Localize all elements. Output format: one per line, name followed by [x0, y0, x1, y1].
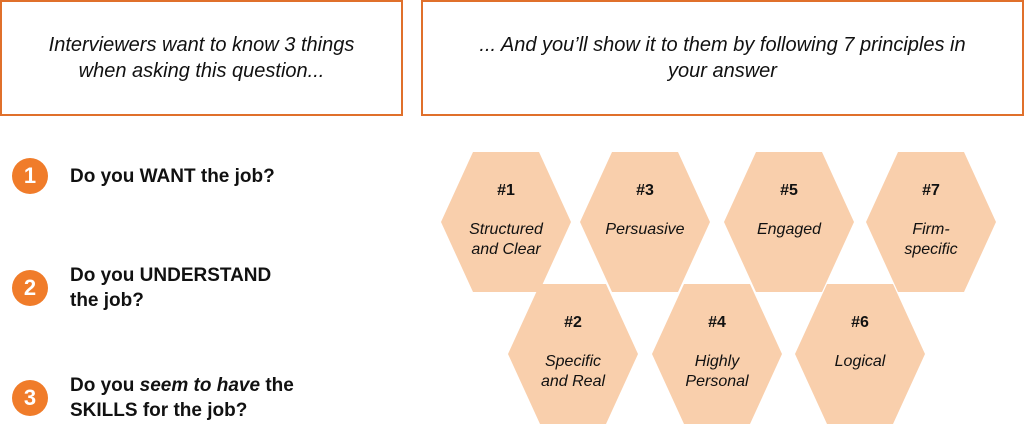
- question-2-line-2: the job?: [70, 290, 144, 311]
- principle-hex-4: #4 Highly Personal: [652, 284, 782, 424]
- principle-2-line-2: and Real: [540, 373, 606, 390]
- question-2-badge: 2: [12, 270, 48, 306]
- principle-6-number: #6: [851, 314, 869, 331]
- hexagon-shape: [866, 152, 996, 292]
- principle-1-label: Structured and Clear: [441, 220, 571, 260]
- principle-hex-6: #6 Logical: [795, 284, 925, 424]
- header-left-text: Interviewers want to know 3 things when …: [48, 34, 355, 82]
- principle-2-number: #2: [564, 314, 582, 331]
- question-3-line-2: SKILLS for the job?: [70, 400, 248, 421]
- principle-1-line-1: Structured: [469, 221, 543, 238]
- principle-5-number: #5: [780, 182, 798, 199]
- question-2: 2 Do you UNDERSTAND the job?: [12, 263, 271, 313]
- principle-4-line-1: Highly: [694, 353, 740, 370]
- question-2-line-1: Do you UNDERSTAND: [70, 265, 272, 286]
- question-3-line-1: Do you seem to have the: [70, 373, 294, 398]
- principle-3-label: Persuasive: [580, 220, 710, 240]
- header-box-left: Interviewers want to know 3 things when …: [0, 0, 403, 116]
- principle-hex-5: #5 Engaged: [724, 152, 854, 292]
- question-3: 3 Do you seem to have the SKILLS for the…: [12, 373, 294, 423]
- principle-1-number: #1: [497, 182, 515, 199]
- question-1-line: Do you WANT the job?: [70, 165, 275, 187]
- principle-2-line-1: Specific: [544, 353, 602, 370]
- principle-hex-7: #7 Firm- specific: [866, 152, 996, 292]
- hexagon-shape: [795, 284, 925, 424]
- hexagon-shape: [508, 284, 638, 424]
- hexagon-shape: [580, 152, 710, 292]
- principle-4-number: #4: [708, 314, 726, 331]
- principle-hex-3: #3 Persuasive: [580, 152, 710, 292]
- principle-2-label: Specific and Real: [508, 352, 638, 392]
- question-1-text: Do you WANT the job?: [70, 164, 275, 189]
- question-1-badge: 1: [12, 158, 48, 194]
- hexagon-shape: [724, 152, 854, 292]
- hexagon-shape: [652, 284, 782, 424]
- principle-7-label: Firm- specific: [866, 220, 996, 260]
- principle-7-line-2: specific: [904, 241, 958, 258]
- header-right-text: ... And you’ll show it to them by follow…: [479, 34, 966, 82]
- question-3-text: Do you seem to have the SKILLS for the j…: [70, 373, 294, 423]
- header-box-right: ... And you’ll show it to them by follow…: [421, 0, 1024, 116]
- principle-5-line-1: Engaged: [756, 221, 822, 238]
- principle-3-number: #3: [636, 182, 654, 199]
- principle-hex-2: #2 Specific and Real: [508, 284, 638, 424]
- principle-4-line-2: Personal: [685, 373, 749, 390]
- principle-4-label: Highly Personal: [652, 352, 782, 392]
- question-3-post: the: [260, 375, 294, 396]
- question-3-pre: Do you: [70, 375, 140, 396]
- hexagon-shape: [441, 152, 571, 292]
- principle-7-number: #7: [922, 182, 940, 199]
- question-1: 1 Do you WANT the job?: [12, 158, 275, 194]
- question-2-text: Do you UNDERSTAND the job?: [70, 263, 271, 313]
- principle-6-line-1: Logical: [834, 353, 886, 370]
- principle-hex-1: #1 Structured and Clear: [441, 152, 571, 292]
- principle-3-line-1: Persuasive: [605, 221, 685, 238]
- principle-1-line-2: and Clear: [471, 241, 541, 258]
- question-3-badge: 3: [12, 380, 48, 416]
- principle-5-label: Engaged: [724, 220, 854, 240]
- question-3-emphasis: seem to have: [139, 375, 261, 396]
- principle-7-line-1: Firm-: [912, 221, 950, 238]
- principle-6-label: Logical: [795, 352, 925, 372]
